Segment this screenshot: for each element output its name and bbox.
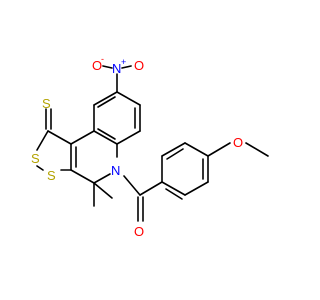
bond-b6 bbox=[93, 91, 118, 106]
bond-n-carbonyl bbox=[123, 175, 141, 196]
bond-c4 bbox=[93, 173, 111, 184]
carbonyl-oxygen: O bbox=[134, 224, 144, 239]
bond-me2 bbox=[93, 182, 113, 199]
bond-r5-inner bbox=[166, 148, 184, 160]
bond-b1 bbox=[116, 91, 141, 106]
nitro-n-charge: + bbox=[121, 57, 126, 67]
nitro-n: N bbox=[112, 61, 121, 76]
bond-n-o-right bbox=[121, 65, 132, 69]
methoxy-oxygen: O bbox=[233, 135, 243, 150]
bond-r1-inner bbox=[165, 188, 183, 200]
bond-r2 bbox=[184, 181, 209, 196]
bond-n-o-left bbox=[102, 65, 113, 69]
bond-ome-a bbox=[207, 142, 231, 157]
atom-labels: O - N + O S S S N O O bbox=[31, 54, 243, 239]
bond-r5 bbox=[161, 142, 186, 157]
bond-r1 bbox=[161, 181, 186, 196]
thione-sulfur: S bbox=[42, 96, 51, 111]
bond-d2 bbox=[36, 130, 49, 151]
bond-b4 bbox=[93, 130, 118, 145]
nitro-o-right: O bbox=[134, 58, 144, 73]
bond-b3 bbox=[116, 130, 141, 145]
bond-r4 bbox=[184, 142, 209, 157]
bond-c1 bbox=[70, 130, 95, 145]
bond-r0 bbox=[139, 181, 163, 196]
bond-ome-b bbox=[245, 142, 269, 157]
ring-nitrogen: N bbox=[111, 163, 120, 178]
bond-set bbox=[36, 65, 269, 222]
bond-b4-inner bbox=[97, 128, 116, 140]
nitro-o-left-charge: - bbox=[101, 54, 104, 64]
molecule-structure: O - N + O S S S N O O bbox=[31, 54, 269, 239]
bond-d3 bbox=[36, 165, 44, 171]
bond-b6-inner bbox=[97, 96, 116, 108]
dithiole-sulfur-2: S bbox=[47, 168, 56, 183]
bond-c3 bbox=[70, 169, 95, 184]
dithiole-sulfur-1: S bbox=[31, 151, 40, 166]
bond-d1 bbox=[47, 130, 72, 145]
nitro-o-left: O bbox=[92, 58, 102, 73]
